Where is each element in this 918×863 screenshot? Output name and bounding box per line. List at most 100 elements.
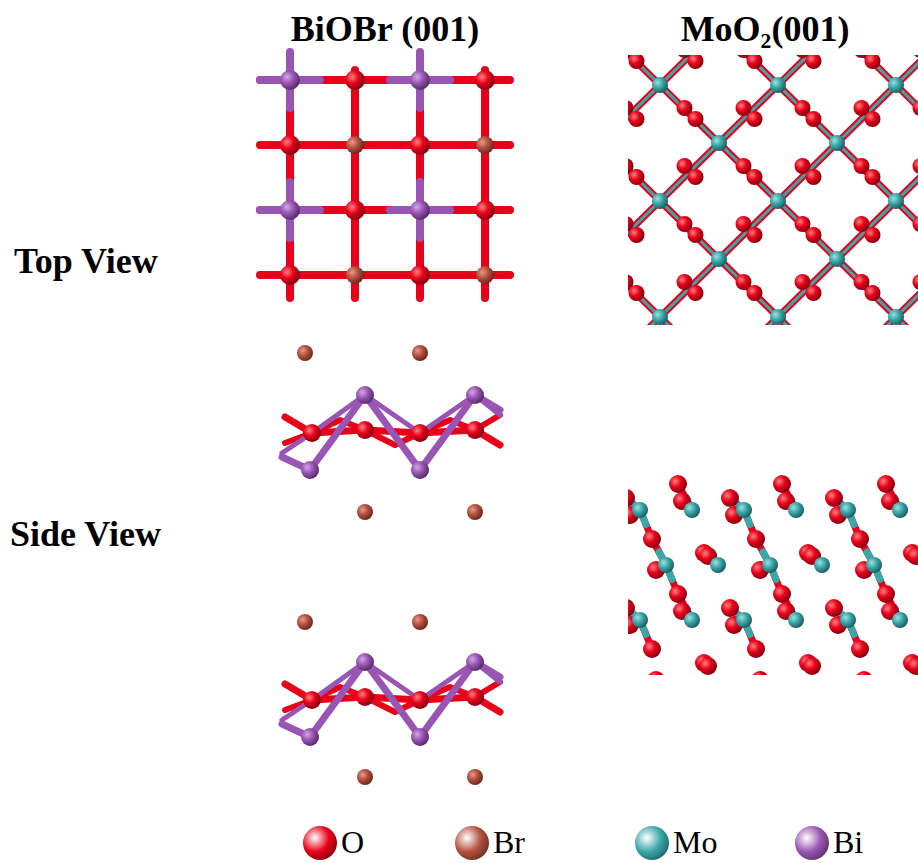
atom-bi <box>280 70 300 90</box>
bond <box>282 395 500 470</box>
atom-bi <box>466 386 484 404</box>
atom-mo <box>866 557 882 573</box>
atom-o <box>721 489 739 507</box>
legend-text: Mo <box>673 824 717 861</box>
bond <box>778 317 837 325</box>
bond <box>282 662 500 720</box>
atom-bi <box>410 70 430 90</box>
atom-mo <box>711 135 727 151</box>
bond <box>660 259 719 317</box>
bond <box>628 259 660 317</box>
atom-o <box>356 688 374 706</box>
bond <box>719 259 778 317</box>
atom-o <box>628 599 635 617</box>
atom-o <box>721 599 739 617</box>
atom-bi <box>410 200 430 220</box>
atom-o <box>806 285 822 301</box>
bond <box>719 85 778 143</box>
atom-o <box>747 640 765 658</box>
atom-bi <box>301 728 319 746</box>
bond <box>660 201 719 259</box>
atom-mo <box>840 502 856 518</box>
atom-o <box>877 585 895 603</box>
atom-mo <box>892 612 908 628</box>
atom-bi <box>356 653 374 671</box>
atom-bi <box>411 728 429 746</box>
atom-o <box>865 55 881 69</box>
bond <box>660 143 719 201</box>
bond <box>837 85 896 143</box>
legend-text: Bi <box>833 824 863 861</box>
atom-mo <box>632 612 648 628</box>
atom-o <box>825 489 843 507</box>
bond <box>896 201 918 259</box>
bond <box>660 85 719 143</box>
atom-o <box>747 111 763 127</box>
atom-o <box>806 227 822 243</box>
atom-o <box>865 169 881 185</box>
atom-o <box>643 530 661 548</box>
atom-mo <box>788 612 804 628</box>
bond <box>628 143 660 201</box>
bond <box>660 317 719 325</box>
bond <box>837 259 896 317</box>
atom-o <box>803 657 821 675</box>
atom-br <box>357 504 373 520</box>
atom-o <box>913 216 918 232</box>
bond <box>837 201 896 259</box>
bond <box>628 85 660 143</box>
atom-br <box>476 136 494 154</box>
bond <box>896 143 918 201</box>
bond <box>778 143 837 201</box>
atom-o <box>411 691 429 709</box>
bond <box>628 201 660 259</box>
atom-mo <box>829 135 845 151</box>
atom-mo <box>892 502 908 518</box>
atom-o <box>345 70 365 90</box>
bond <box>719 201 778 259</box>
legend-text: Br <box>493 824 525 861</box>
biobr-top-view <box>260 52 510 298</box>
bond <box>628 143 660 201</box>
atom-mo <box>888 309 904 325</box>
bond <box>837 85 896 143</box>
atom-o <box>466 421 484 439</box>
legend-swatch <box>795 826 829 860</box>
atom-br <box>467 769 483 785</box>
bond <box>351 70 359 298</box>
atom-o <box>913 274 918 290</box>
bond <box>778 55 837 85</box>
atom-o <box>688 285 704 301</box>
row-label: Side View <box>10 513 161 555</box>
atom-bi <box>466 653 484 671</box>
bond <box>628 201 660 259</box>
bond <box>719 85 778 143</box>
atom-br <box>346 136 364 154</box>
atom-o <box>865 285 881 301</box>
atom-o <box>629 285 645 301</box>
atom-mo <box>711 251 727 267</box>
atom-mo <box>770 309 786 325</box>
bond <box>837 317 896 325</box>
atom-br <box>412 345 428 361</box>
atom-o <box>877 475 895 493</box>
moo2-side-view <box>628 475 918 675</box>
bond <box>837 143 896 201</box>
atom-mo <box>736 502 752 518</box>
bond <box>628 259 660 317</box>
atom-o <box>628 489 635 507</box>
atom-mo <box>814 557 830 573</box>
atom-mo <box>829 251 845 267</box>
bond <box>660 143 719 201</box>
atom-o <box>907 657 918 675</box>
atom-o <box>751 671 769 675</box>
bond <box>837 201 896 259</box>
atom-o <box>855 671 873 675</box>
atom-o <box>280 265 300 285</box>
atom-o <box>806 169 822 185</box>
bond <box>837 55 896 85</box>
atom-o <box>280 135 300 155</box>
atom-o <box>466 688 484 706</box>
biobr-side-view <box>282 345 500 785</box>
bond <box>719 143 778 201</box>
